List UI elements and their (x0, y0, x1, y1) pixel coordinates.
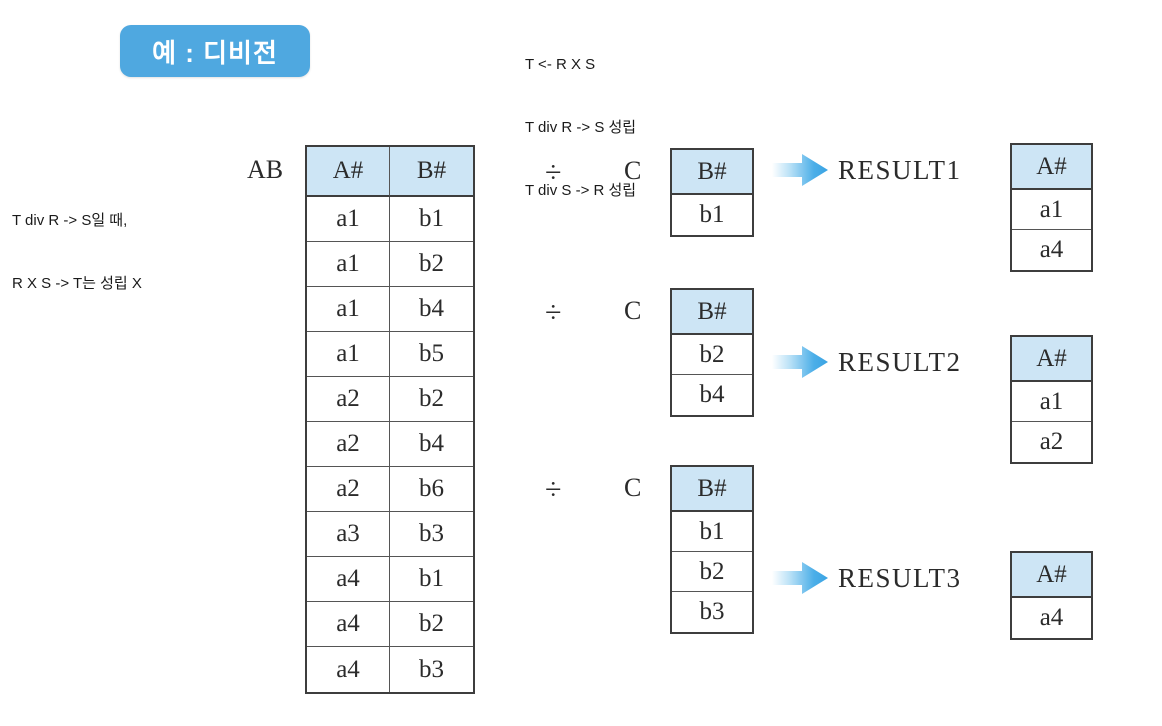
table-row: b1 (672, 195, 752, 235)
table-cell: a2 (307, 467, 391, 512)
table-cell: b4 (699, 381, 725, 408)
divisor-table-2: B#b2 b4 (670, 288, 754, 417)
result-label-2: RESULT2 (838, 347, 962, 377)
table-cell: b4 (390, 422, 473, 467)
column-header: A# (1012, 337, 1091, 382)
table-cell: b6 (390, 467, 473, 512)
column-header: A# (1012, 145, 1091, 190)
table-cell: a1 (307, 332, 391, 377)
column-header: B# (672, 150, 752, 195)
table-cell: a2 (307, 377, 391, 422)
table-cell: b1 (672, 512, 752, 552)
formula-line-3: T div S -> R 성립 (525, 182, 637, 199)
table-cell: a3 (307, 512, 391, 557)
table-cell: a1 (1012, 190, 1091, 230)
right-arrow-icon (772, 345, 828, 379)
column-header: B# (672, 467, 752, 512)
table-header-row: A# (1012, 337, 1091, 382)
divisor-label-1: C (624, 156, 642, 185)
right-arrow-icon (772, 561, 828, 595)
table-cell: b3 (419, 655, 444, 683)
result-table-3: A# a4 (1010, 551, 1093, 640)
column-header: A# (307, 147, 391, 197)
table-cell: b2 (672, 335, 752, 375)
table-cell: a2 (307, 422, 391, 467)
formula-line-1: T <- R X S (525, 56, 596, 73)
table-header-row: A#B# (307, 147, 473, 197)
table-cell: a4 (1039, 236, 1064, 263)
table-cell: b1 (390, 197, 473, 242)
table-cell: a4 (1039, 604, 1064, 631)
title-badge: 예 : 디비전 (120, 25, 310, 77)
table-cell: a1 (307, 197, 391, 242)
table-row: b1 (672, 512, 752, 552)
result-table-1: A#a1 a4 (1010, 143, 1093, 272)
table-header-row: B# (672, 467, 752, 512)
table-cell: b2 (390, 242, 473, 287)
table-row: a2 (1012, 422, 1091, 462)
table-cell: a4 (307, 557, 391, 602)
table-cell: b1 (390, 557, 473, 602)
table-cell: b1 (699, 201, 725, 228)
table-row: a4 (1012, 230, 1091, 270)
caveat-line-2: R X S -> T는 성립 X (12, 275, 142, 292)
table-cell: a1 (307, 242, 391, 287)
result-label-1: RESULT1 (838, 155, 962, 185)
table-cell: b5 (390, 332, 473, 377)
table-row: a4 (1012, 598, 1091, 638)
table-cell: a2 (1039, 428, 1064, 455)
table-header-row: A# (1012, 145, 1091, 190)
formula-note: T <- R X S T div R -> S 성립 T div S -> R … (525, 12, 636, 243)
divisor-label-3: C (624, 473, 642, 502)
result-table-2: A#a1 a2 (1010, 335, 1093, 464)
result-label-3: RESULT3 (838, 563, 962, 593)
table-cell: b2 (390, 377, 473, 422)
column-header: A# (1012, 553, 1091, 598)
divisor-label-2: C (624, 296, 642, 325)
division-operator-2: ÷ (545, 296, 562, 329)
table-row: b2 (672, 335, 752, 375)
division-operator-1: ÷ (545, 156, 562, 189)
table-cell: b2 (390, 602, 473, 647)
table-row: a4 b3 (307, 647, 473, 692)
table-cell: b2 (672, 552, 752, 592)
table-row: b4 (672, 375, 752, 415)
table-header-row: B# (672, 150, 752, 195)
formula-line-2: T div R -> S 성립 (525, 119, 637, 136)
table-row: b2 (672, 552, 752, 592)
table-row: a1 (1012, 190, 1091, 230)
table-header-row: A# (1012, 553, 1091, 598)
ab-relation-label: AB (247, 155, 284, 184)
right-arrow-icon (772, 153, 828, 187)
table-header-row: B# (672, 290, 752, 335)
caveat-note: T div R -> S일 때, R X S -> T는 성립 X (12, 168, 142, 336)
table-cell: a4 (307, 602, 391, 647)
division-operator-3: ÷ (545, 473, 562, 506)
divisor-table-1: B# b1 (670, 148, 754, 237)
table-cell: a1 (1012, 382, 1091, 422)
table-cell: b3 (699, 598, 725, 625)
column-header: B# (390, 147, 473, 197)
caveat-line-1: T div R -> S일 때, (12, 212, 128, 229)
table-row: b3 (672, 592, 752, 632)
table-cell: a1 (307, 287, 391, 332)
table-cell: a4 (307, 647, 391, 692)
table-cell: b3 (390, 512, 473, 557)
column-header: B# (672, 290, 752, 335)
table-cell: b4 (390, 287, 473, 332)
table-row: a1 (1012, 382, 1091, 422)
